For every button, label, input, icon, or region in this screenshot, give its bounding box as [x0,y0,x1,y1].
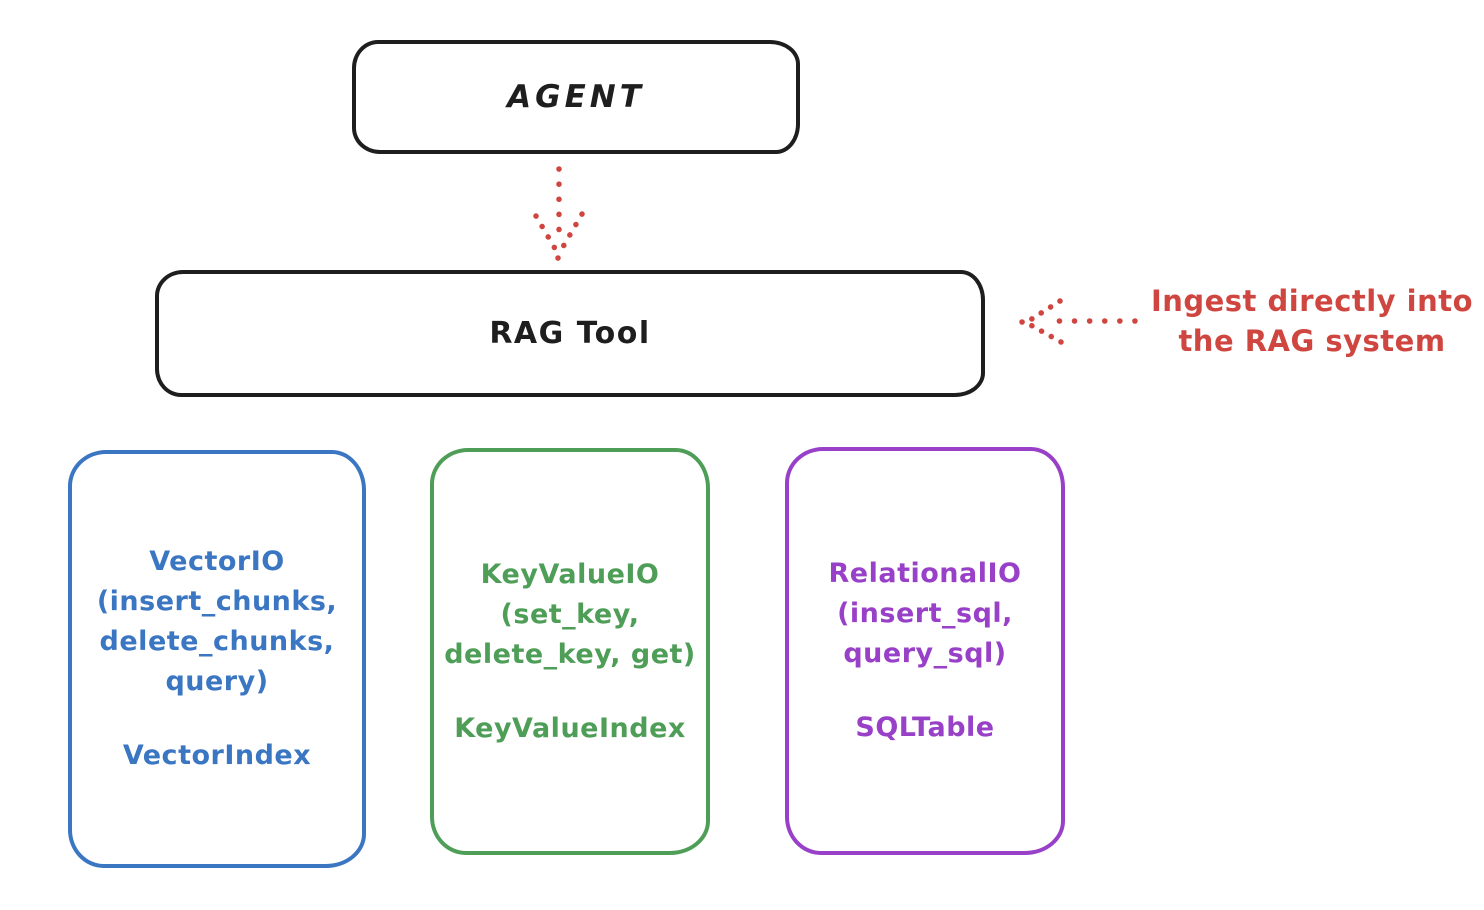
key-value-io-title: KeyValueIO [480,558,660,590]
ingest-annotation: Ingest directly into the RAG system [1140,281,1484,361]
vector-io-methods-line3: query) [165,666,269,697]
vector-index-label: VectorIndex [122,740,312,771]
key-value-io-methods-line2: delete_key, get) [444,638,696,670]
ingest-into-rag-arrow [1019,298,1138,345]
key-value-io-methods-line1: (set_key, [500,598,640,630]
relational-io-methods-line1: (insert_sql, [837,598,1013,629]
vector-io-methods-line1: (insert_chunks, [96,586,338,617]
relational-io-box: RelationalIO (insert_sql, query_sql) SQL… [785,447,1065,855]
rag-tool-label: RAG Tool [489,316,651,351]
vector-io-title: VectorIO [149,546,285,577]
key-value-io-box: KeyValueIO (set_key, delete_key, get) Ke… [430,448,710,855]
agent-box: AGENT [352,40,800,154]
key-value-index-label: KeyValueIndex [454,712,686,744]
vector-io-box: VectorIO (insert_chunks, delete_chunks, … [68,450,366,868]
sql-table-label: SQLTable [855,712,995,743]
agent-label: AGENT [507,79,645,115]
relational-io-title: RelationalIO [828,558,1022,589]
relational-io-methods-line2: query_sql) [843,638,1007,669]
rag-tool-box: RAG Tool [155,270,985,397]
ingest-annotation-line2: the RAG system [1178,324,1446,358]
ingest-annotation-line1: Ingest directly into [1150,284,1474,318]
vector-io-methods-line2: delete_chunks, [99,626,335,657]
agent-to-rag-tool-arrow [533,166,585,261]
